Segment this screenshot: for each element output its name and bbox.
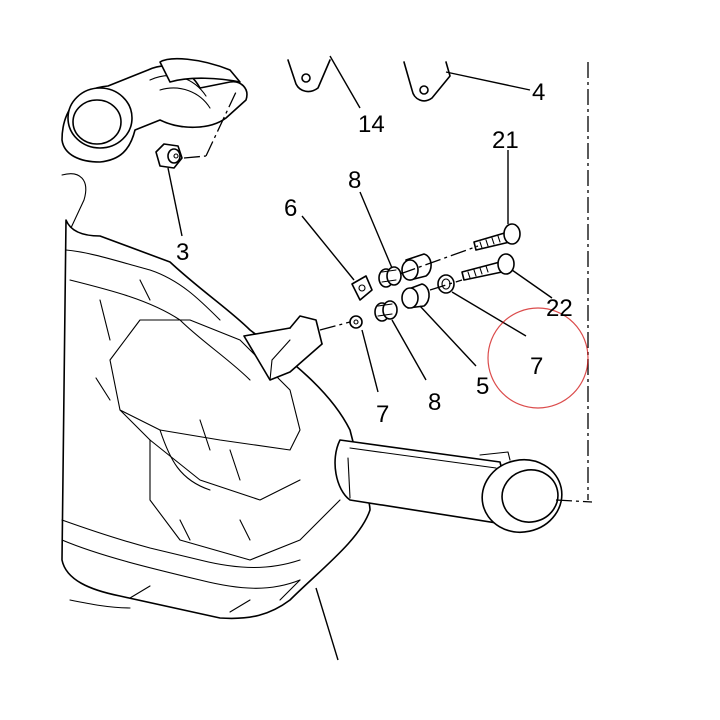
leader-22 [511, 269, 553, 299]
leader-8-upper [359, 191, 393, 269]
leader-7-right [451, 291, 527, 337]
spacer-7-upper [437, 274, 455, 294]
highlight-circle [487, 307, 589, 409]
leader-8-lower [391, 319, 427, 381]
washer-7-lower [349, 315, 363, 329]
leader-6 [301, 215, 355, 281]
bolt-21 [473, 223, 521, 251]
callout-6: 6 [284, 195, 297, 222]
outlet-axis [555, 499, 593, 503]
callout-8-lower: 8 [428, 389, 441, 416]
callout-5: 5 [476, 373, 489, 400]
callout-4: 4 [532, 79, 545, 106]
muffler-body [61, 219, 371, 620]
nut-3-axis [183, 155, 207, 159]
washer-6 [351, 275, 373, 301]
grommet-8-lower [374, 300, 398, 322]
header-pipe [61, 57, 248, 231]
callout-3: 3 [176, 239, 189, 266]
leader-muffler [315, 587, 339, 661]
collar-5-upper [401, 253, 432, 281]
callout-7-lower: 7 [376, 401, 389, 428]
leader-5 [419, 305, 477, 367]
leader-4 [445, 71, 531, 91]
callout-14: 14 [358, 111, 385, 138]
assembly-axis-upper [399, 245, 479, 275]
bolt-22 [461, 253, 515, 281]
callout-21: 21 [492, 127, 519, 154]
grommet-8-upper [378, 266, 402, 288]
header-axis [205, 91, 237, 157]
callout-8-upper: 8 [348, 167, 361, 194]
callout-22: 22 [546, 295, 573, 322]
collar-5-lower [401, 283, 430, 309]
assembly-axis-mid [429, 279, 463, 291]
leader-7-lower [361, 329, 379, 393]
callout-7-right: 7 [530, 353, 543, 380]
leader-14 [329, 55, 361, 109]
nut-3 [155, 143, 183, 169]
assembly-axis-lower [319, 321, 351, 331]
bracket-4 [403, 61, 451, 102]
muffler-mount-bracket [243, 315, 323, 381]
outlet-pipe [334, 439, 563, 533]
leader-3 [167, 167, 183, 237]
bracket-14 [287, 59, 331, 93]
